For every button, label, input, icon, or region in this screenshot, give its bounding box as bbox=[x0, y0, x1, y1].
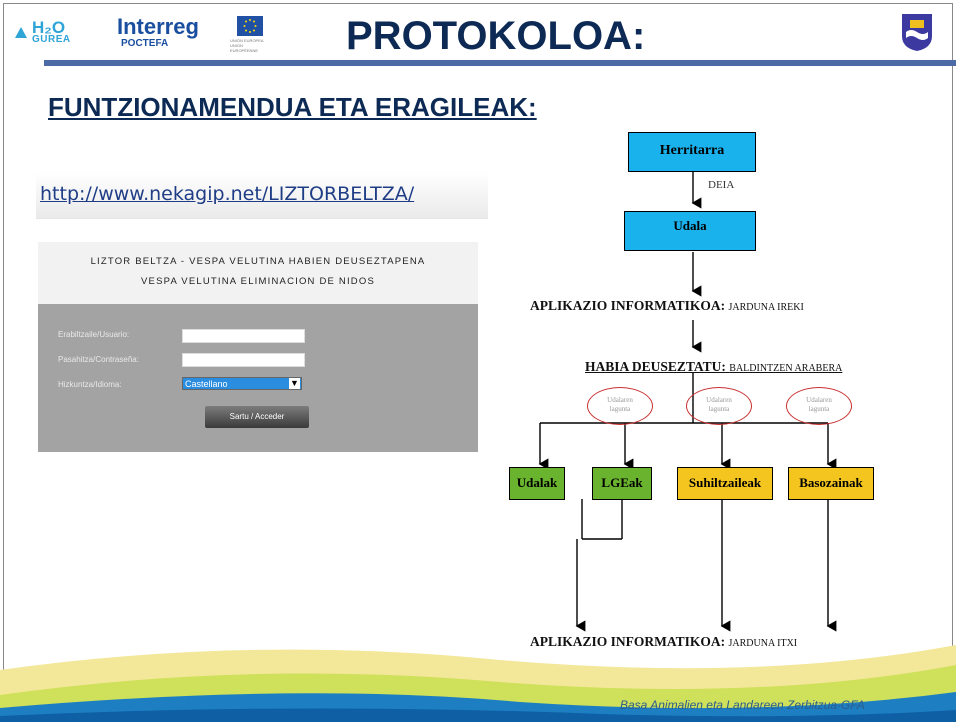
flow-diagram: Herritarra DEIA Udala APLIKAZIO INFORMAT… bbox=[490, 115, 956, 655]
ellipse-3-line2: lagunta bbox=[808, 405, 830, 413]
eu-caption: UNIÓN EUROPEA UNION EUROPÉENNE bbox=[230, 38, 264, 53]
node-udala: Udala bbox=[624, 211, 756, 251]
app-close-bold: APLIKAZIO INFORMATIKOA: bbox=[530, 634, 726, 649]
interreg-logo: Interreg POCTEFA bbox=[117, 14, 199, 50]
habia-bold: HABIA DEUSEZTATU: bbox=[585, 359, 726, 374]
login-heading-line1: LIZTOR BELTZA - VESPA VELUTINA HABIEN DE… bbox=[90, 256, 426, 267]
username-input[interactable] bbox=[182, 329, 305, 343]
section-title: FUNTZIONAMENDUA ETA ERAGILEAK: bbox=[48, 92, 537, 122]
node-udalak: Udalak bbox=[509, 467, 565, 500]
h2o-logo-text: H₂O bbox=[32, 18, 66, 37]
password-label: Pasahitza/Contraseña: bbox=[58, 355, 139, 364]
header-rule bbox=[44, 60, 956, 66]
login-button[interactable]: Sartu / Acceder bbox=[205, 406, 309, 428]
language-value: Castellano bbox=[185, 379, 228, 389]
habia-small: BALDINTZEN ARABERA bbox=[729, 363, 843, 374]
app-close-small: JARDUNA ITXI bbox=[728, 638, 798, 649]
node-herritarra: Herritarra bbox=[628, 132, 756, 172]
water-drop-icon bbox=[15, 26, 27, 38]
login-heading-line2: VESPA VELUTINA ELIMINACION DE NIDOS bbox=[141, 276, 375, 287]
ellipse-2-line2: lagunta bbox=[708, 405, 730, 413]
password-input[interactable] bbox=[182, 353, 305, 367]
node-basozainak: Basozainak bbox=[788, 467, 874, 500]
interreg-sub: POCTEFA bbox=[121, 38, 169, 49]
h2o-gurea-logo: H₂O GUREA bbox=[14, 18, 71, 45]
app-open-small: JARDUNA IREKI bbox=[728, 302, 804, 313]
language-label: Hizkuntza/Idioma: bbox=[58, 380, 122, 389]
gipuzkoa-shield-icon bbox=[902, 14, 932, 51]
page-title: PROTOKOLOA: bbox=[346, 14, 646, 58]
ellipse-udalaren-3: Udalaren lagunta bbox=[786, 387, 852, 425]
interreg-title: Interreg bbox=[117, 14, 199, 39]
footer-text: Basa Animalien eta Landareen Zerbitzua-G… bbox=[620, 698, 865, 712]
ellipse-3-line1: Udalaren bbox=[806, 396, 832, 404]
label-deia: DEIA bbox=[708, 179, 735, 191]
url-band bbox=[36, 172, 488, 219]
ellipse-1-line1: Udalaren bbox=[607, 396, 633, 404]
flow-connectors bbox=[538, 171, 837, 632]
app-open-text: APLIKAZIO INFORMATIKOA: JARDUNA IREKI bbox=[530, 298, 804, 314]
footer-waves bbox=[0, 645, 956, 722]
eu-flag-icon bbox=[237, 16, 263, 36]
node-suhiltzaileak: Suhiltzaileak bbox=[677, 467, 773, 500]
chevron-down-icon[interactable]: ▼ bbox=[289, 378, 300, 389]
ellipse-1-line2: lagunta bbox=[609, 405, 631, 413]
username-label: Erabiltzaile/Usuario: bbox=[58, 330, 130, 339]
ellipse-2-line1: Udalaren bbox=[706, 396, 732, 404]
app-close-text: APLIKAZIO INFORMATIKOA: JARDUNA ITXI bbox=[530, 634, 797, 650]
site-url-link[interactable]: http://www.nekagip.net/LIZTORBELTZA/ bbox=[40, 183, 415, 205]
language-select[interactable]: Castellano ▼ bbox=[182, 377, 302, 390]
app-open-bold: APLIKAZIO INFORMATIKOA: bbox=[530, 298, 726, 313]
node-lgeak: LGEak bbox=[592, 467, 652, 500]
ellipse-udalaren-2: Udalaren lagunta bbox=[686, 387, 752, 425]
login-heading: LIZTOR BELTZA - VESPA VELUTINA HABIEN DE… bbox=[38, 242, 478, 304]
habia-text: HABIA DEUSEZTATU: BALDINTZEN ARABERA bbox=[585, 359, 842, 375]
login-panel: Erabiltzaile/Usuario: Pasahitza/Contrase… bbox=[38, 304, 478, 452]
h2o-logo-sub: GUREA bbox=[32, 34, 71, 45]
ellipse-udalaren-1: Udalaren lagunta bbox=[587, 387, 653, 425]
